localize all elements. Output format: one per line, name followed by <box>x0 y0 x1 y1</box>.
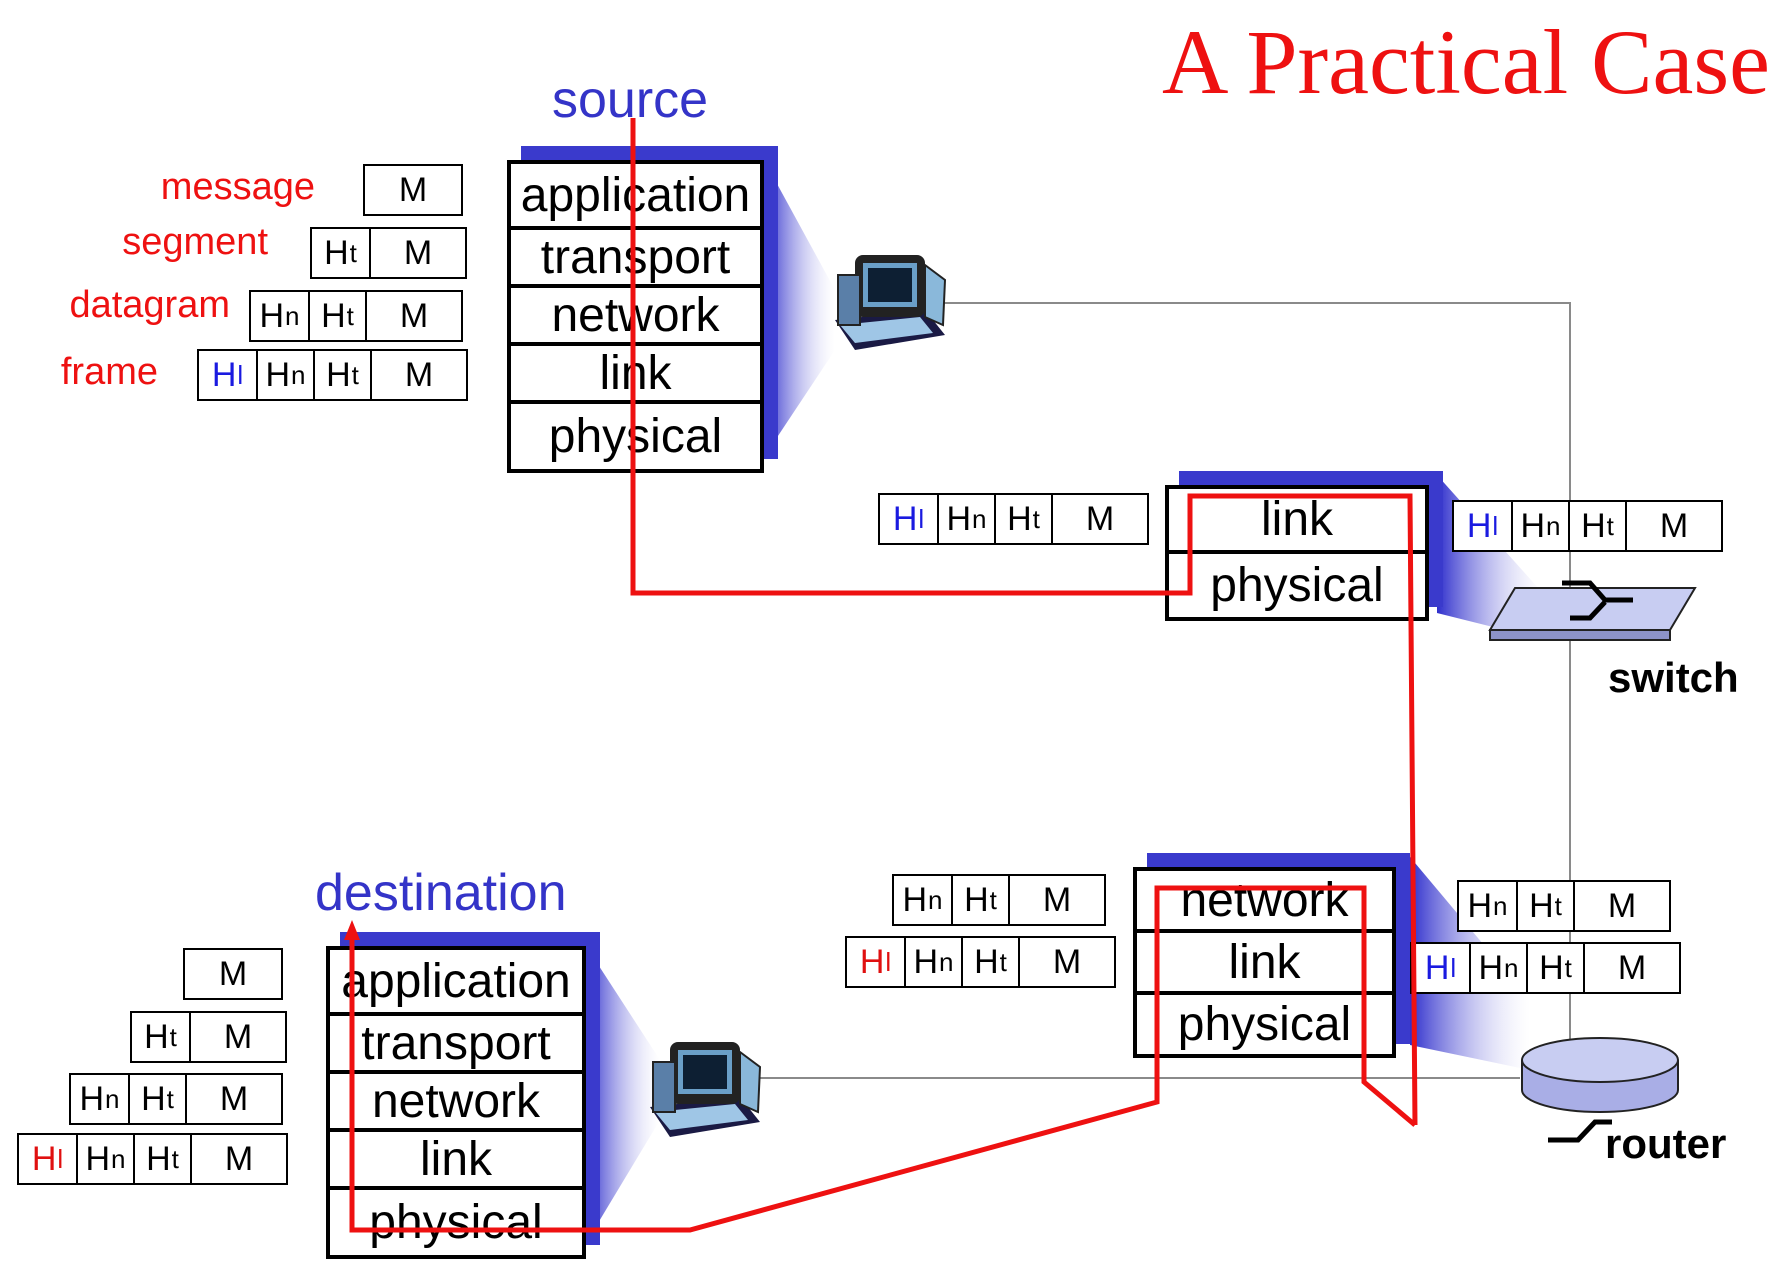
page-title: A Practical Case <box>1161 11 1770 113</box>
computer-icon <box>835 255 947 350</box>
payload-cell: M <box>190 1135 286 1183</box>
source-layer-application: application <box>511 164 760 230</box>
destination-cone <box>586 946 660 1243</box>
switch-protocol-stack: link physical <box>1165 485 1429 621</box>
payload-cell: M <box>189 1013 285 1061</box>
source-layer-transport: transport <box>511 230 760 288</box>
destination-layer-transport: transport <box>330 1016 582 1074</box>
source-layer-physical: physical <box>548 410 723 463</box>
payload-cell: M <box>1625 502 1721 550</box>
payload-cell: M <box>1018 938 1114 986</box>
source-protocol-stack: application transport network link physi… <box>507 160 764 473</box>
payload-cell: M <box>185 1075 281 1123</box>
switch-icon <box>1488 580 1697 641</box>
source-layer-network: network <box>511 288 760 346</box>
payload-cell: M <box>365 292 461 340</box>
switch-label: switch <box>1608 654 1739 701</box>
message-label: message <box>160 166 315 208</box>
frame-label: frame <box>60 351 158 393</box>
datagram-label: datagram <box>69 284 230 326</box>
payload-cell: M <box>1573 882 1669 930</box>
destination-protocol-stack: application transport network link physi… <box>326 946 586 1259</box>
router-icon <box>1521 1037 1679 1143</box>
destination-layer-link: link <box>330 1132 582 1190</box>
source-cone <box>764 160 835 457</box>
router-layer-physical: physical <box>1177 998 1352 1051</box>
payload-cell: M <box>398 170 428 209</box>
payload-cell: M <box>1051 495 1147 543</box>
switch-layer-link: link <box>1169 489 1425 554</box>
switch-layer-physical: physical <box>1210 559 1384 612</box>
payload-cell: M <box>1583 944 1679 992</box>
router-layer-network: network <box>1137 871 1392 933</box>
payload-cell: M <box>369 229 465 277</box>
destination-layer-network: network <box>330 1074 582 1132</box>
destination-message-box: M <box>183 948 283 1000</box>
router-label: router <box>1605 1120 1727 1167</box>
destination-layer-physical: physical <box>369 1196 543 1249</box>
destination-layer-application: application <box>330 950 582 1016</box>
source-message-box: M <box>363 164 463 216</box>
segment-label: segment <box>122 221 268 263</box>
payload-cell: M <box>370 351 466 399</box>
source-layer-link: link <box>511 346 760 404</box>
router-layer-link: link <box>1137 933 1392 995</box>
router-protocol-stack: network link physical <box>1133 867 1396 1058</box>
payload-cell: M <box>218 954 248 993</box>
computer-icon <box>650 1042 762 1137</box>
payload-cell: M <box>1008 876 1104 924</box>
